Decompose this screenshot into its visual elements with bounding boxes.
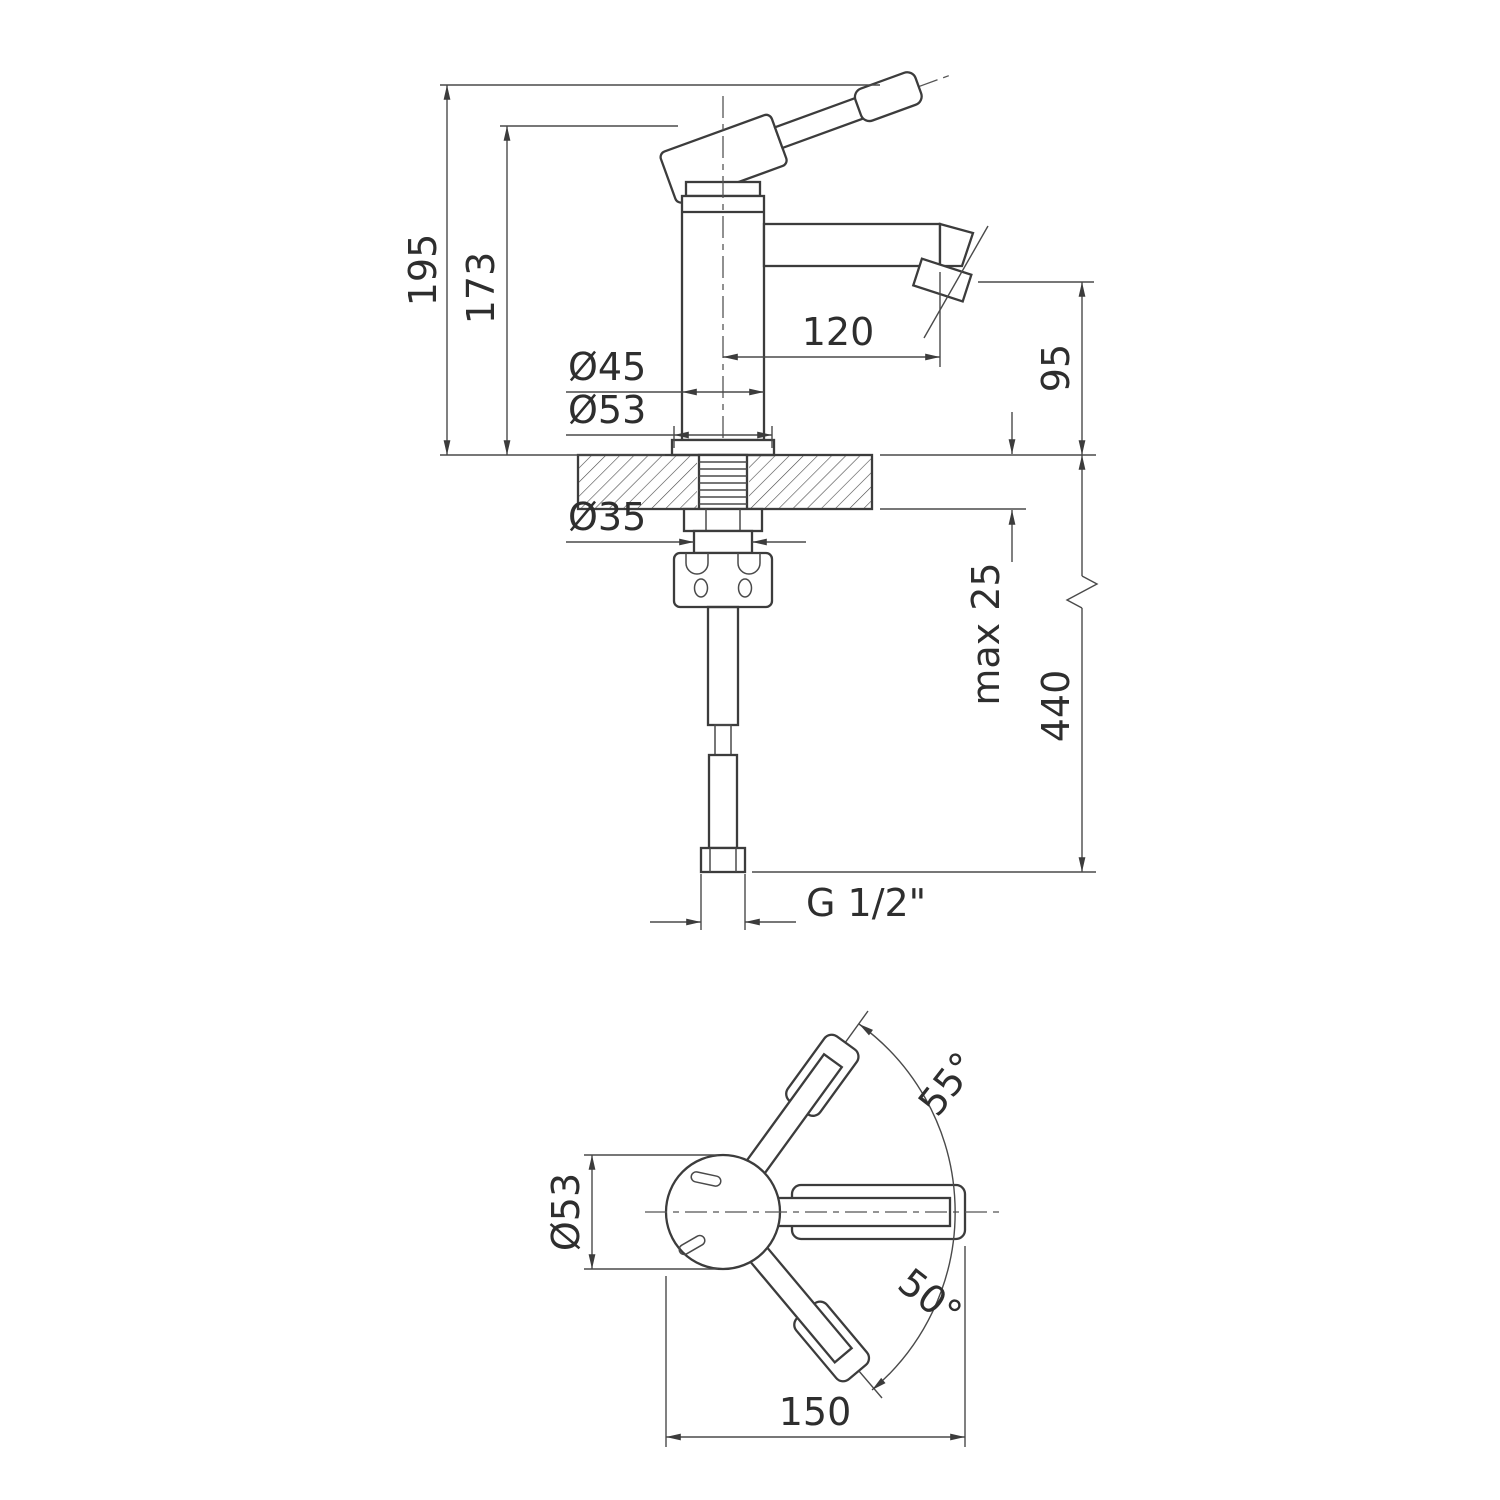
mounting-deck	[576, 438, 874, 609]
indicator-mark-top	[690, 1171, 722, 1187]
body-circle	[664, 1153, 782, 1271]
label-body-diameter: Ø45	[568, 345, 646, 389]
faucet-body	[680, 96, 766, 468]
spout-aerator	[911, 257, 973, 303]
label-top-body-diameter: Ø53	[544, 1173, 588, 1251]
faucet-spout	[762, 222, 989, 339]
dimension-mount-hole-diameter: Ø35	[566, 495, 806, 546]
handle-swing-arc	[858, 1023, 956, 1391]
dimension-overall-length: 150	[665, 1246, 966, 1447]
threaded-shank	[697, 453, 749, 511]
handle-grip	[853, 71, 923, 123]
dimension-spout-reach: 120	[723, 272, 941, 367]
dimension-top-body-diameter: Ø53	[544, 1154, 718, 1270]
label-spout-height: 95	[1034, 344, 1078, 392]
label-mount-hole-diameter: Ø35	[568, 495, 646, 539]
dimension-total-height: 195	[401, 84, 880, 456]
supply-hose	[699, 605, 747, 874]
bracket-hole-right	[737, 578, 753, 598]
dimension-body-height: 173	[459, 125, 678, 455]
mounting-bracket	[672, 551, 774, 609]
bracket-hole-left	[693, 578, 709, 598]
lock-nut	[682, 507, 764, 533]
spout-arm	[762, 222, 942, 268]
deck-hatch-left	[579, 456, 697, 508]
break-symbol	[1065, 575, 1099, 609]
side-view: 195 173 Ø45 Ø53 120	[401, 71, 1099, 930]
dimension-spout-height: 95	[880, 281, 1096, 456]
dimension-thread-size: G 1/2"	[650, 874, 926, 930]
base-flange	[670, 438, 776, 457]
faucet-handle	[659, 71, 955, 204]
bracket-cutouts	[685, 553, 761, 575]
label-hose-length: 440	[1034, 670, 1078, 743]
deck-hatch-right	[749, 456, 871, 508]
dimension-max-deck-thickness: max 25	[880, 412, 1026, 706]
label-overall-length: 150	[779, 1390, 852, 1434]
spout-cut-line	[923, 225, 989, 339]
label-thread-size: G 1/2"	[806, 881, 926, 925]
indicator-mark-bottom	[678, 1234, 706, 1256]
dimension-hose-length: 440	[752, 455, 1099, 873]
dimension-base-diameter: Ø53	[566, 388, 773, 448]
label-total-height: 195	[401, 234, 445, 307]
hose-connector-nut	[699, 846, 747, 874]
label-body-height: 173	[459, 252, 503, 325]
shank-threads	[699, 461, 747, 505]
shank-step	[692, 529, 754, 555]
spout-tip	[938, 222, 975, 268]
label-base-diameter: Ø53	[568, 388, 646, 432]
label-max-deck-thickness: max 25	[964, 562, 1008, 705]
dimension-body-diameter: Ø45	[566, 345, 764, 396]
label-spout-reach: 120	[802, 310, 875, 354]
